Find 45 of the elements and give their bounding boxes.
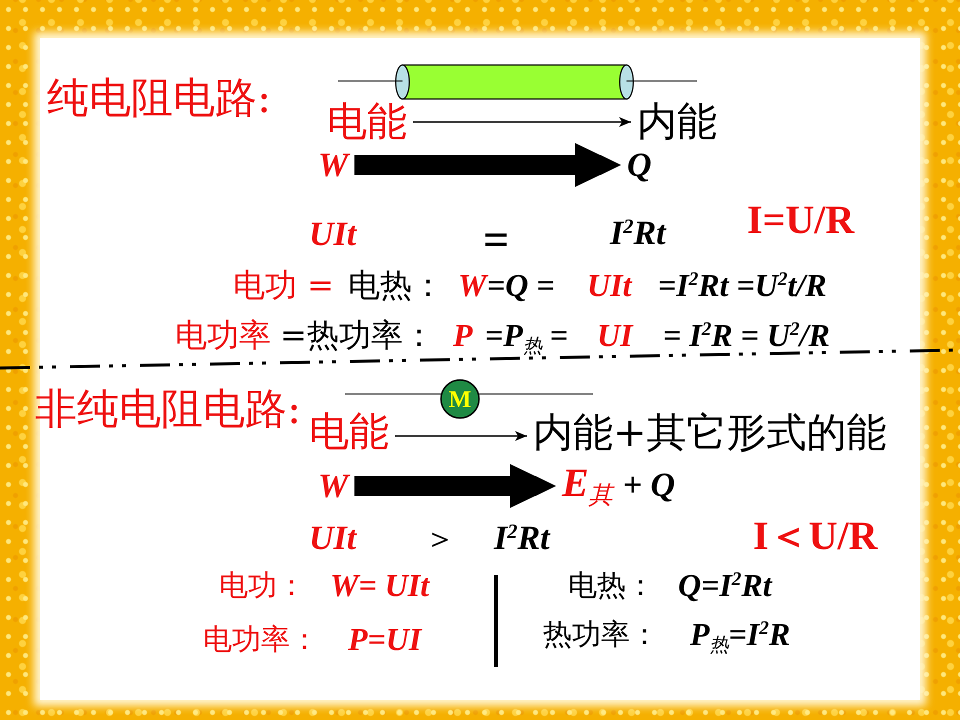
formula: UI bbox=[597, 319, 633, 351]
formula: P$_{热}$=I$^{2}$R bbox=[690, 618, 790, 658]
resistor-symbol bbox=[338, 64, 697, 100]
section-heading: 非纯电阻电路: bbox=[35, 388, 302, 430]
equals-sign: = bbox=[483, 217, 510, 263]
formula: =P$_{热}$ = bbox=[485, 319, 568, 358]
term-label: 电能 bbox=[309, 412, 389, 452]
term-label: 电能 bbox=[327, 102, 407, 142]
formula: I=U/R bbox=[747, 200, 854, 240]
quantity-symbol: W bbox=[318, 470, 348, 504]
quantity-symbol: Q bbox=[627, 149, 652, 183]
formula: P=UI bbox=[348, 623, 422, 655]
formula: P bbox=[453, 319, 473, 351]
formula: W bbox=[458, 269, 486, 301]
term-label: 电功： bbox=[219, 570, 306, 600]
section-heading: 纯电阻电路: bbox=[47, 77, 272, 119]
term-label: 电热： bbox=[568, 570, 655, 600]
term-label: 内能 bbox=[637, 102, 717, 142]
formula: I$^{2}$Rt bbox=[610, 217, 666, 251]
formula: E$_{其}$ bbox=[562, 463, 613, 512]
block-arrow bbox=[354, 143, 621, 187]
formula: = I$^{2}$R = U$^{2}$/R bbox=[663, 319, 830, 351]
formula: =Q = bbox=[487, 269, 555, 301]
arrow bbox=[395, 431, 527, 441]
term-label: 内能+其它形式的能 bbox=[533, 413, 887, 453]
formula: =I$^{2}$Rt =U$^{2}$t/R bbox=[658, 269, 827, 301]
formula: I＜U/R bbox=[753, 516, 878, 556]
formula: UIt bbox=[309, 218, 356, 252]
formula: I$^{2}$Rt bbox=[494, 522, 550, 556]
formula: UIt bbox=[587, 269, 632, 301]
block-arrow bbox=[354, 464, 556, 508]
formula: UIt bbox=[309, 522, 356, 556]
term-label: 电热： bbox=[348, 269, 444, 301]
quantity-symbol: W bbox=[318, 149, 348, 183]
formula: W= UIt bbox=[330, 569, 430, 601]
term-label: =热功率： bbox=[280, 319, 435, 351]
term-label: 电功率 bbox=[175, 319, 271, 351]
term-label: 热功率： bbox=[543, 620, 659, 648]
arrow bbox=[413, 117, 631, 127]
formula: Q=I$^{2}$Rt bbox=[678, 569, 772, 601]
comparison-sign: ＞ bbox=[424, 522, 456, 554]
term-label: 电功率： bbox=[203, 624, 319, 654]
term-label: 电功 = bbox=[233, 269, 334, 301]
motor-letter: M bbox=[448, 388, 472, 412]
formula: + Q bbox=[622, 469, 676, 503]
